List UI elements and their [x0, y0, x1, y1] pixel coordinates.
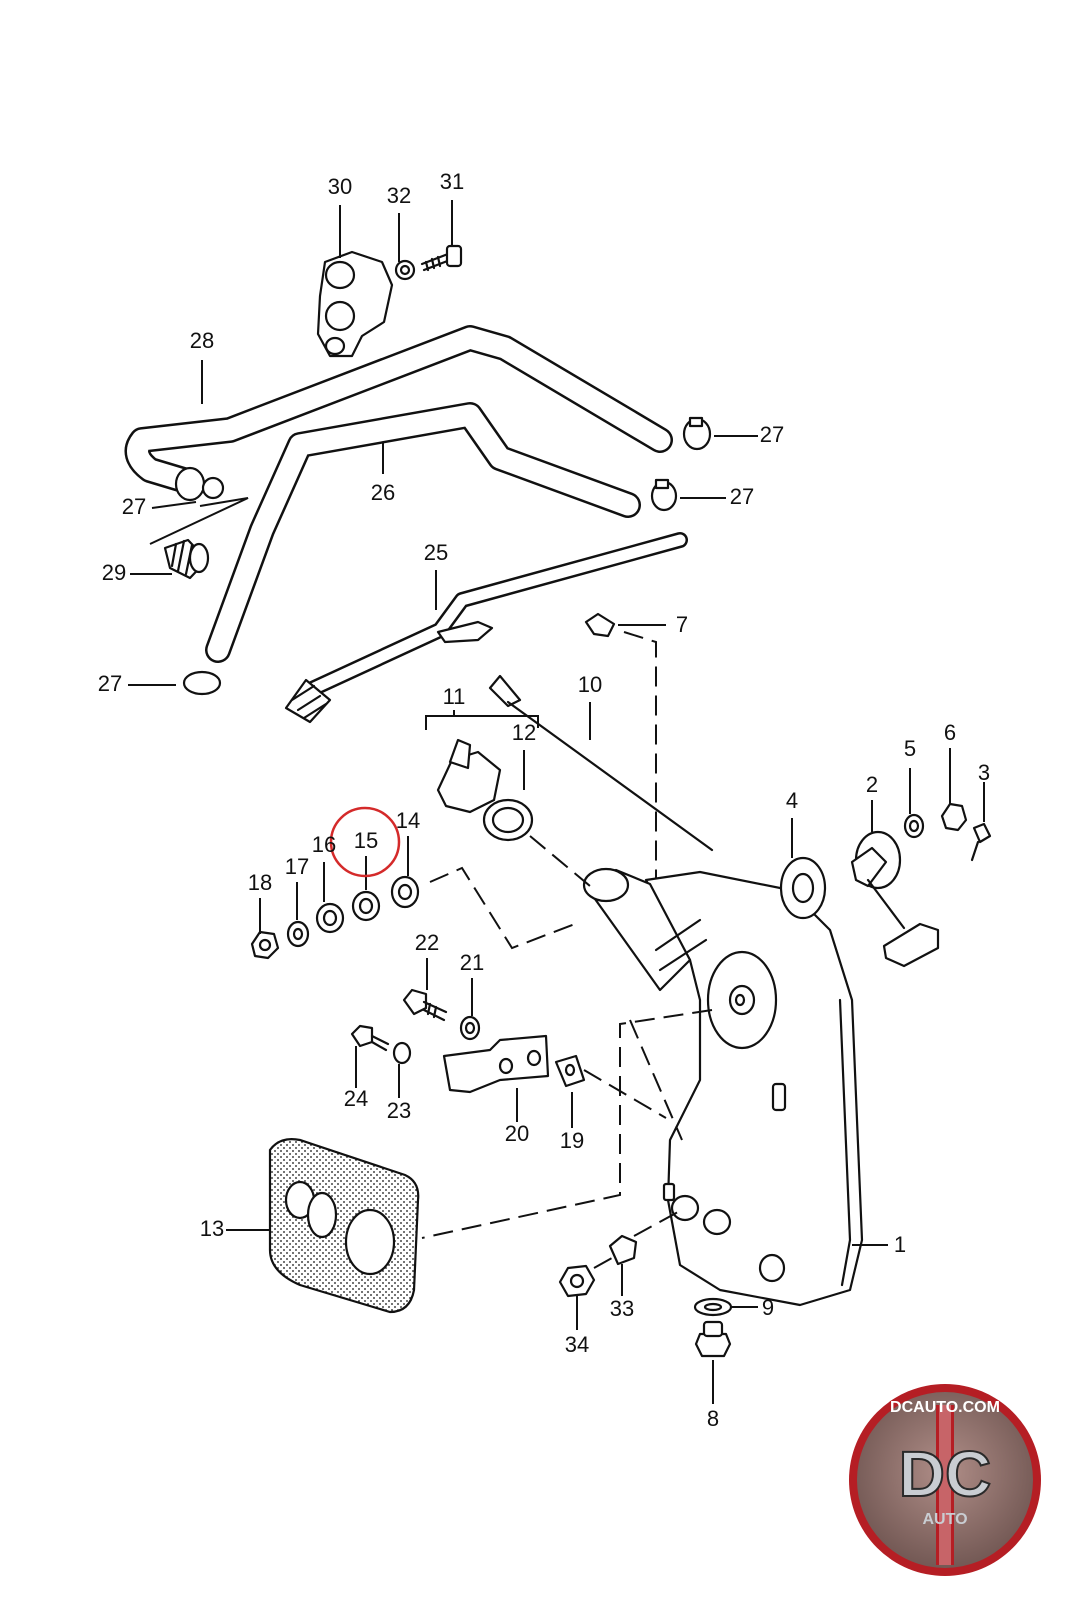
logo-top-text: DCAUTO.COM: [890, 1399, 1000, 1416]
callout-labels: 1 2 3 4 5 6 7 8 9 10 11 12 13 14 15 16 1…: [98, 169, 990, 1431]
callout-5: 5: [904, 736, 916, 761]
washer-15: [351, 890, 381, 922]
callout-20: 20: [505, 1121, 529, 1146]
union-29: [163, 538, 210, 580]
callout-32: 32: [387, 183, 411, 208]
grommet-14: [390, 875, 420, 909]
assembly-lines: [421, 631, 713, 1269]
callout-19: 19: [560, 1128, 584, 1153]
hose-26: [205, 402, 641, 663]
clamp-27-a: [682, 416, 712, 451]
bolt-31: [420, 244, 463, 272]
distributor-30: [316, 250, 394, 358]
callout-6: 6: [944, 720, 956, 745]
callout-14: 14: [396, 808, 420, 833]
washer-21: [459, 1015, 481, 1041]
callout-15: 15: [354, 828, 378, 853]
nut-6: [940, 802, 968, 832]
callout-23: 23: [387, 1098, 411, 1123]
seal-12: [482, 798, 534, 842]
fitting-33: [608, 1234, 638, 1266]
clamp-27-c: [201, 476, 225, 500]
callout-27-c: 27: [122, 494, 146, 519]
callout-10: 10: [578, 672, 602, 697]
callout-18: 18: [248, 870, 272, 895]
dipstick-10: [488, 674, 714, 852]
bolt-24: [350, 1024, 390, 1052]
filler-cap-11: [436, 738, 502, 814]
callout-24: 24: [344, 1086, 368, 1111]
bracket-27-29: [149, 497, 249, 545]
nut-34: [558, 1264, 596, 1298]
oil-tank-1: [582, 867, 864, 1307]
callout-16: 16: [312, 832, 336, 857]
clamp-27-d: [182, 670, 222, 696]
callout-8: 8: [707, 1406, 719, 1431]
callout-12: 12: [512, 720, 536, 745]
callout-9: 9: [762, 1295, 774, 1320]
callout-27-b: 27: [730, 484, 754, 509]
flange-4: [779, 856, 827, 920]
callout-31: 31: [440, 169, 464, 194]
callout-26: 26: [371, 480, 395, 505]
callout-22: 22: [415, 930, 439, 955]
clamp-27-b: [650, 478, 678, 512]
washer-9: [693, 1297, 733, 1317]
callout-2: 2: [866, 772, 878, 797]
callout-27-d: 27: [98, 671, 122, 696]
drain-plug-8: [694, 1320, 732, 1358]
callout-1: 1: [894, 1232, 906, 1257]
clip-nut-19: [554, 1054, 586, 1088]
washer-17: [286, 920, 310, 948]
washer-5: [903, 813, 925, 839]
callout-29: 29: [102, 560, 126, 585]
insulation-13: [268, 1138, 420, 1314]
pipe-25: [284, 532, 688, 724]
callout-17: 17: [285, 854, 309, 879]
logo-sub-text: AUTO: [922, 1511, 967, 1528]
logo-monogram: DC: [899, 1438, 991, 1510]
bolt-22: [402, 988, 448, 1022]
callout-21: 21: [460, 950, 484, 975]
leader-lines: [128, 200, 985, 1404]
washer-23: [392, 1041, 412, 1065]
callout-3: 3: [978, 760, 990, 785]
callout-30: 30: [328, 174, 352, 199]
highlight-circle: [329, 806, 401, 878]
callout-34: 34: [565, 1332, 589, 1357]
callout-13: 13: [200, 1216, 224, 1241]
bracket-11: [425, 715, 539, 730]
nut-18: [250, 930, 280, 960]
dcauto-logo: DCAUTO.COM DC AUTO: [849, 1384, 1041, 1576]
cover-2: [850, 830, 940, 968]
bolt-3: [970, 822, 992, 862]
hose-28: [124, 325, 673, 502]
callout-7: 7: [676, 612, 688, 637]
callout-25: 25: [424, 540, 448, 565]
callout-28: 28: [190, 328, 214, 353]
callout-11: 11: [443, 684, 466, 709]
washer-32: [394, 259, 416, 281]
callout-4: 4: [786, 788, 798, 813]
bracket-20: [442, 1034, 550, 1094]
callout-27-a: 27: [760, 422, 784, 447]
washer-16: [315, 902, 345, 934]
callout-33: 33: [610, 1296, 634, 1321]
breather-7: [584, 612, 616, 638]
